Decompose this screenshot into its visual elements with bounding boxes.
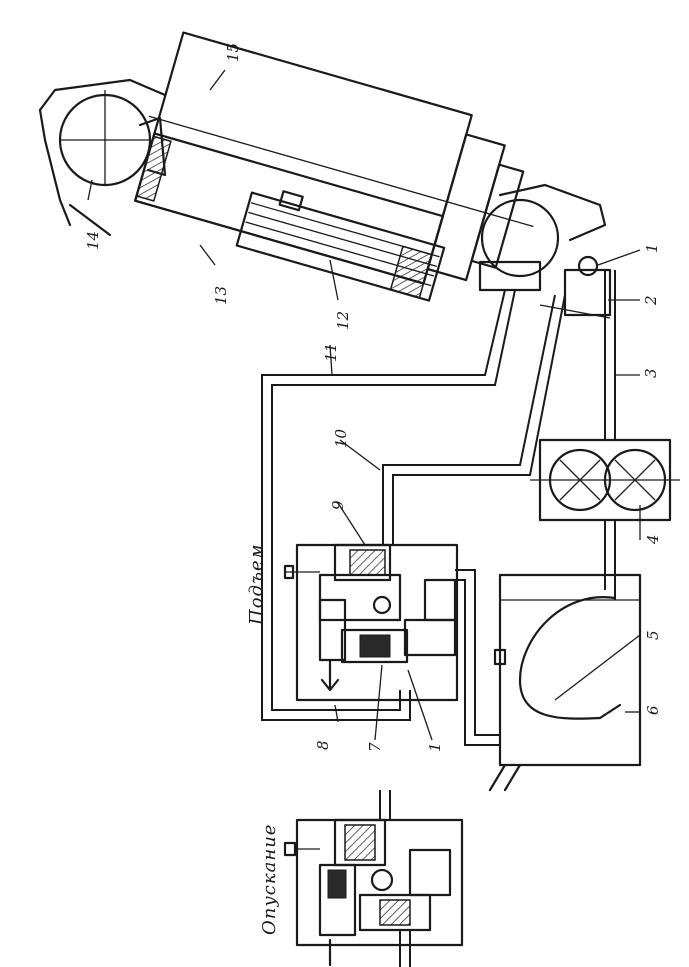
label-10: 10 [332, 428, 350, 448]
gear-pump [530, 438, 680, 522]
caption-lower: Опускание [259, 824, 280, 935]
label-5: 5 [644, 630, 662, 640]
label-3: 3 [642, 368, 660, 378]
label-14: 14 [84, 231, 102, 250]
label-8: 8 [314, 740, 332, 750]
label-9: 9 [329, 500, 347, 510]
caption-raise: Подъем [246, 543, 267, 626]
label-2: 2 [642, 295, 660, 306]
pipelines [261, 270, 616, 746]
hydraulic-cylinder [134, 31, 534, 302]
label-13: 13 [212, 286, 230, 305]
label-1-bottom: 1 [426, 742, 444, 752]
distributor-valve-raise [283, 543, 459, 702]
cylinder-body [134, 31, 473, 285]
part-labels: 15 14 13 12 11 10 9 1 2 3 4 5 6 8 7 1 [84, 43, 662, 752]
suction-filter [518, 596, 617, 720]
distributor-valve-lower [283, 790, 464, 967]
oil-tank [488, 573, 642, 792]
label-12: 12 [334, 311, 352, 330]
label-1-top: 1 [643, 243, 661, 253]
linkage-arm [38, 78, 167, 237]
label-4: 4 [644, 534, 662, 545]
label-6: 6 [644, 705, 662, 715]
leader-lines [87, 69, 641, 741]
label-15: 15 [224, 43, 242, 62]
label-7: 7 [366, 742, 384, 752]
